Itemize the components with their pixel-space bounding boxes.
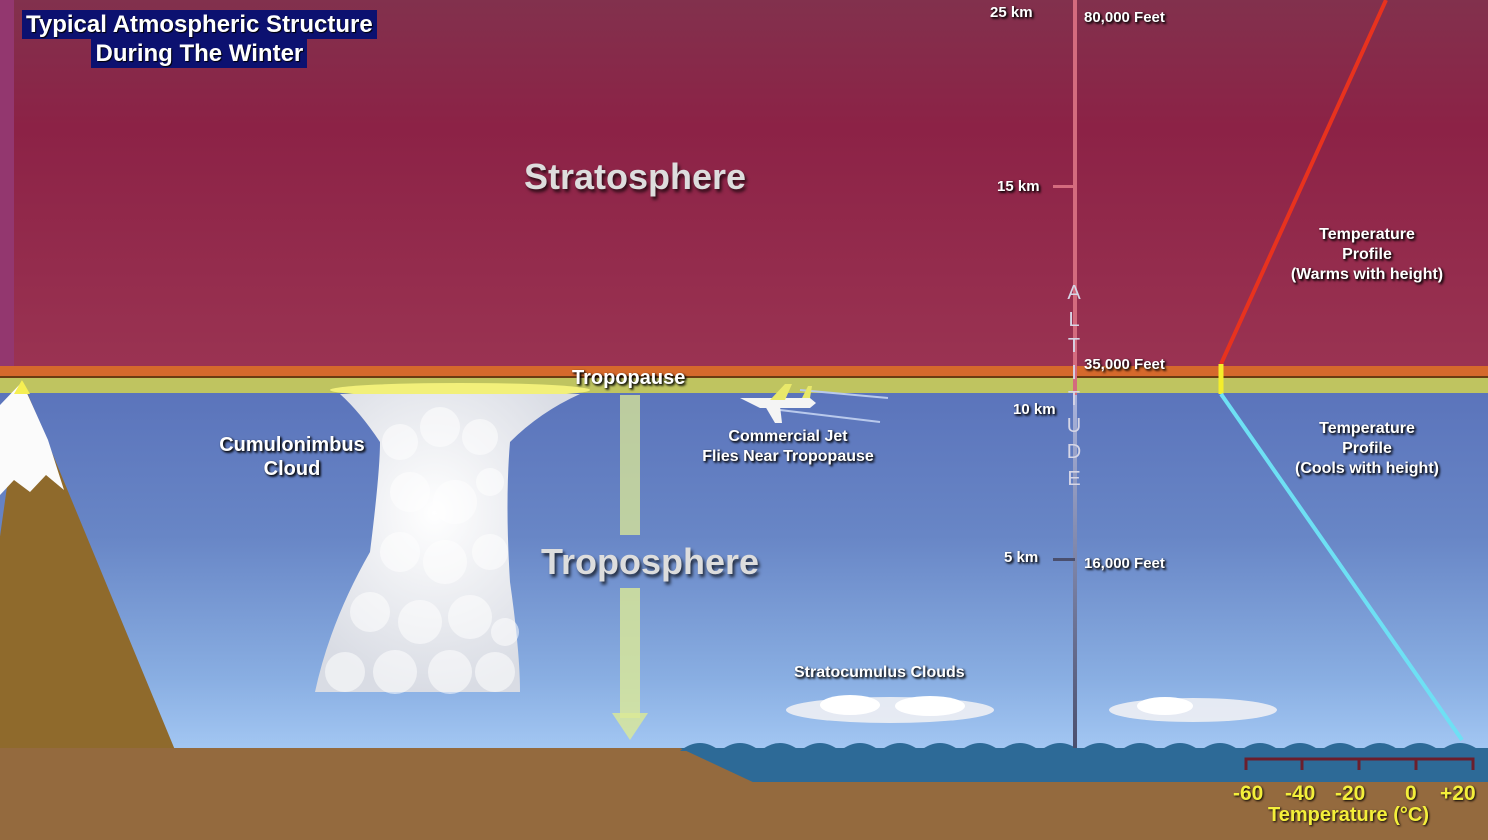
altitude-80000ft-label: 80,000 Feet <box>1084 9 1165 26</box>
temp-tick-minus40: -40 <box>1285 782 1316 805</box>
ocean-waves <box>680 743 1488 751</box>
altitude-label: A L T I T U D E <box>1066 282 1082 490</box>
altitude-35000ft-label: 35,000 Feet <box>1084 356 1165 373</box>
cooling-profile-line <box>1219 392 1464 742</box>
mountain-icon <box>0 380 175 750</box>
altitude-5km-label: 5 km <box>1004 549 1039 566</box>
tropopause-upper-band <box>0 366 1488 378</box>
stratocumulus-cloud-icon-2 <box>1109 697 1277 722</box>
stratocumulus-cloud-icon <box>786 695 994 723</box>
tick-15km <box>1053 185 1075 188</box>
title-line-2: During The Winter <box>91 39 308 68</box>
altitude-16000ft-label: 16,000 Feet <box>1084 555 1165 572</box>
altitude-10km-label: 10 km <box>1013 401 1056 418</box>
altitude-axis-upper <box>1073 0 1077 395</box>
temp-tick-minus60: -60 <box>1233 782 1264 805</box>
altitude-15km-label: 15 km <box>997 178 1040 195</box>
warming-profile-line <box>1219 0 1388 365</box>
tropopause-label: Tropopause <box>572 367 686 389</box>
temp-tick-plus20: +20 <box>1440 782 1476 805</box>
stratosphere-label: Stratosphere <box>524 156 747 197</box>
troposphere-layer <box>0 393 1488 750</box>
temp-tick-minus20: -20 <box>1335 782 1366 805</box>
commercial-jet-icon <box>740 384 889 423</box>
troposphere-label: Troposphere <box>541 541 760 582</box>
altitude-25km-label: 25 km <box>990 4 1033 21</box>
temp-tick-0: 0 <box>1405 782 1417 805</box>
title-line-1: Typical Atmospheric Structure <box>22 10 377 39</box>
temperature-axis-bracket <box>1244 757 1475 770</box>
diagram-title: Typical Atmospheric Structure During The… <box>22 10 377 68</box>
tick-5km <box>1053 558 1075 561</box>
temperature-profile-cooling-label: Temperature Profile (Cools with height) <box>1295 420 1439 477</box>
cumulonimbus-cloud-icon <box>315 383 590 694</box>
cumulonimbus-label: Cumulonimbus Cloud <box>219 434 365 480</box>
convection-arrow-upper <box>620 395 640 535</box>
commercial-jet-label: Commercial Jet Flies Near Tropopause <box>702 428 874 465</box>
temperature-profile-warming-label: Temperature Profile (Warms with height) <box>1290 226 1444 283</box>
temperature-axis-title: Temperature (°C) <box>1268 804 1429 826</box>
altitude-axis-lower <box>1073 395 1077 748</box>
stratosphere-edge <box>0 0 14 366</box>
stratocumulus-label: Stratocumulus Clouds <box>794 664 965 681</box>
ocean <box>680 748 1488 782</box>
convection-arrow-down-icon <box>612 588 648 740</box>
